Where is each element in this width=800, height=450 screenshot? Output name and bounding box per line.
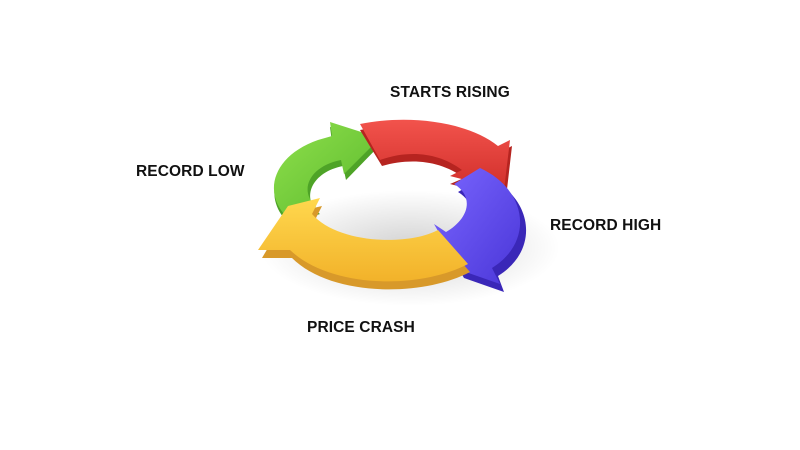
stage-label-record-high: RECORD HIGH [550,217,662,234]
record-low-arrow [273,122,382,224]
stage-label-starts-rising: STARTS RISING [390,84,510,101]
stage-label-price-crash: PRICE CRASH [307,319,415,336]
stage-label-record-low: RECORD LOW [136,163,245,180]
price-crash-arrow [258,198,470,290]
